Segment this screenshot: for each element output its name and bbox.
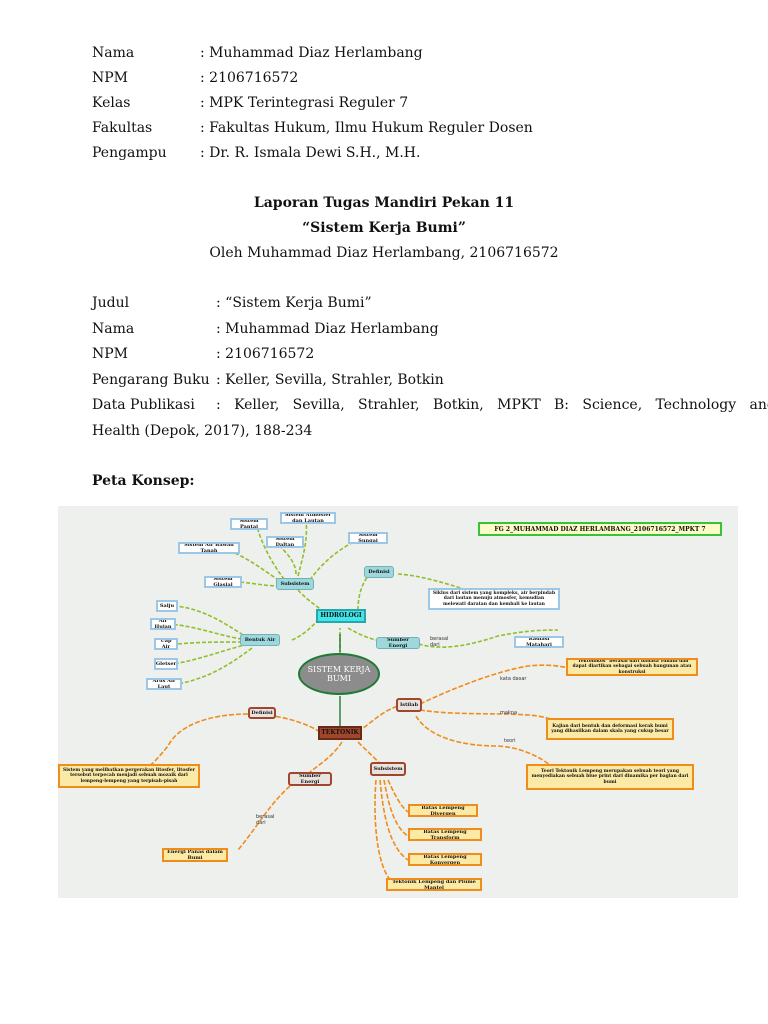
tektonik-definition-text: Sistem yang melibatkan pergerakan litosf… [58, 764, 200, 788]
book-label: Pengarang Buku [92, 372, 210, 388]
core-node: SISTEM KERJA BUMI [298, 653, 380, 695]
tektonik-edge-label: berasal dari [256, 814, 275, 826]
identity-value: : MPK Terintegrasi Reguler 7 [200, 95, 409, 111]
makna-edge-label: makna [500, 710, 518, 716]
identity-label: Kelas [92, 95, 131, 111]
tektonik-sumber-energi-node: Sumber Energi [288, 772, 332, 786]
book-label: Judul [92, 295, 130, 311]
hidrologi-definisi-node: Definisi [364, 566, 394, 578]
plate-subsystem-node: Batas Lempeng Konvergen [408, 853, 482, 866]
bentuk-air-node: Bentuk Air [240, 634, 280, 646]
water-form-node: Air Hujan [150, 618, 176, 630]
water-form-node: Gletser [154, 658, 178, 670]
identity-label: Nama [92, 45, 135, 61]
publication-line-1: : Keller, Sevilla, Strahler, Botkin, MPK… [216, 396, 768, 414]
report-title: Laporan Tugas Mandiri Pekan 11 [253, 195, 515, 211]
water-form-node: Salju [156, 600, 178, 612]
tektonik-subsistem-node: Subsistem [370, 762, 406, 776]
report-byline: Oleh Muhammad Diaz Herlambang, 210671657… [209, 245, 559, 261]
book-value: : Keller, Sevilla, Strahler, Botkin [216, 372, 444, 388]
concept-map-banner: FG 2_MUHAMMAD DIAZ HERLAMBANG_2106716572… [478, 522, 722, 536]
plate-subsystem-node: Tektonik Lempeng dan Plume Mantel [386, 878, 482, 891]
report-subtitle: “Sistem Kerja Bumi” [302, 220, 466, 236]
book-label: Nama [92, 321, 135, 337]
identity-value: : Muhammad Diaz Herlambang [200, 45, 423, 61]
istilah-node: Istilah [396, 698, 422, 712]
identity-label: Pengampu [92, 145, 167, 161]
teori-text: Teori Tektonik Lempeng merupakan sebuah … [526, 764, 694, 790]
plate-subsystem-node: Batas Lempeng Transform [408, 828, 482, 841]
hidrologi-definition-text: Siklus dari sistem yang kompleks, air be… [428, 588, 560, 610]
water-form-node: Arus Air Laut [146, 678, 182, 690]
subsystem-node: Sistem Glasial [204, 576, 242, 588]
water-form-node: Uap Air [154, 638, 178, 650]
kata-dasar-text: "Tektonikos" berasal dari bahasa Yunani … [566, 658, 698, 676]
teori-edge-label: teori [504, 738, 516, 744]
hidrologi-node: HIDROLOGI [316, 609, 366, 623]
hidrologi-edge-label: berasal dari [430, 636, 449, 648]
identity-label: NPM [92, 70, 129, 86]
kata-dasar-edge-label: kata dasar [500, 676, 527, 682]
hidrologi-sumber-energi-node: Sumber Energi [376, 637, 420, 649]
publication-line-2: Health (Depok, 2017), 188-234 [92, 423, 313, 439]
identity-value: : 2106716572 [200, 70, 299, 86]
heat-source-node: Energi Panas dalam Bumi [162, 848, 228, 862]
book-value: : “Sistem Kerja Bumi” [216, 295, 372, 311]
makna-text: Kajian dari bentuk dan deformasi kerak b… [546, 718, 674, 740]
subsystem-node: Sistem Sungai [348, 532, 388, 544]
identity-label: Fakultas [92, 120, 153, 136]
book-value: : 2106716572 [216, 346, 315, 362]
subsystem-node: Sistem Pantai [230, 518, 268, 530]
concept-map-heading: Peta Konsep: [92, 473, 195, 489]
subsystem-node: Sistem Daltan [266, 536, 304, 548]
subsystem-node: Sistem Atmosfer dan Lautan [280, 512, 336, 524]
tektonik-definisi-node: Definisi [248, 707, 276, 719]
book-label: Data Publikasi [92, 397, 195, 413]
concept-map: FG 2_MUHAMMAD DIAZ HERLAMBANG_2106716572… [58, 506, 738, 898]
tektonik-node: TEKTONIK [318, 726, 362, 740]
publication-text: : Keller, Sevilla, Strahler, Botkin, MPK… [216, 397, 768, 413]
energy-source-node: Radiasi Matahari [514, 636, 564, 648]
subsystem-node: Sistem Air Bawah Tanah [178, 542, 240, 554]
book-label: NPM [92, 346, 129, 362]
concept-map-connectors [145, 519, 577, 883]
identity-value: : Dr. R. Ismala Dewi S.H., M.H. [200, 145, 421, 161]
plate-subsystem-node: Batas Lempeng Divergen [408, 804, 478, 817]
hidrologi-subsistem-node: Subsistem [276, 578, 314, 590]
identity-value: : Fakultas Hukum, Ilmu Hukum Reguler Dos… [200, 120, 533, 136]
book-value: : Muhammad Diaz Herlambang [216, 321, 439, 337]
